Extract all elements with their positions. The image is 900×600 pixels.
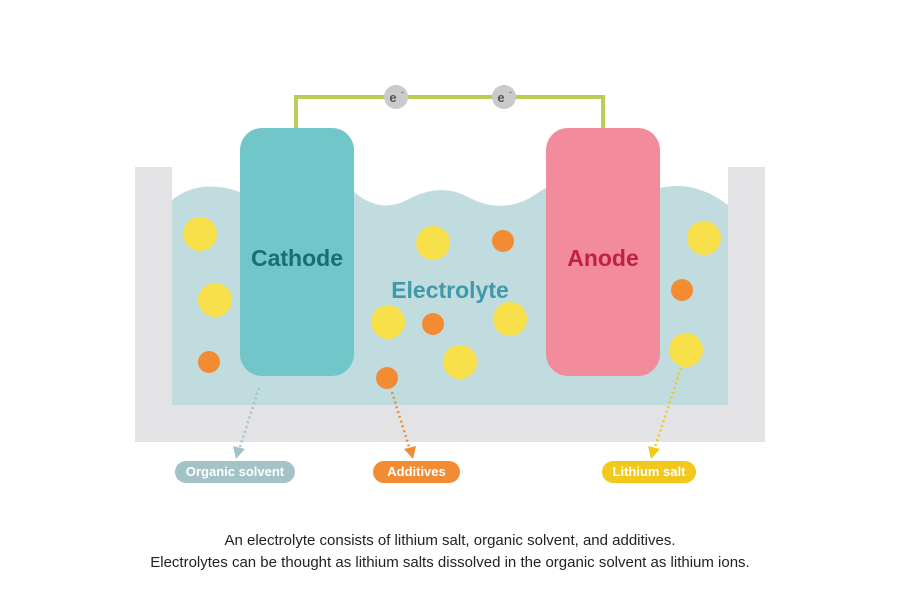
electron-2-circle bbox=[492, 85, 516, 109]
electron-2-superscript: - bbox=[509, 87, 512, 97]
caption-line-1: An electrolyte consists of lithium salt,… bbox=[224, 532, 676, 549]
electron-2-label: e bbox=[497, 90, 504, 105]
lithium-salt-particle bbox=[669, 333, 703, 367]
lithium-salt-particle bbox=[687, 221, 721, 255]
electron-2: e - bbox=[492, 85, 516, 109]
lithium-salt-particle bbox=[198, 283, 232, 317]
caption-line-2: Electrolytes can be thought as lithium s… bbox=[150, 554, 750, 571]
caption: An electrolyte consists of lithium salt,… bbox=[0, 530, 900, 574]
additive-particle bbox=[492, 230, 514, 252]
cathode-electrode bbox=[240, 128, 354, 376]
cathode-label: Cathode bbox=[251, 245, 343, 271]
lithium-salt-arrowhead bbox=[648, 446, 660, 459]
additives-arrowhead bbox=[404, 446, 416, 459]
external-wire bbox=[294, 95, 605, 128]
lithium-salt-particle bbox=[443, 345, 477, 379]
additives-legend-pill: Additives bbox=[373, 461, 460, 483]
organic-solvent-arrowhead bbox=[233, 446, 245, 459]
lithium-salt-pointer bbox=[652, 367, 683, 451]
anode-label: Anode bbox=[567, 245, 639, 271]
additive-particle bbox=[671, 279, 693, 301]
additive-particle bbox=[422, 313, 444, 335]
lithium-salt-legend-label: Lithium salt bbox=[612, 464, 686, 479]
lithium-salt-particle bbox=[183, 217, 217, 251]
electron-1-superscript: - bbox=[401, 87, 404, 97]
electrolyte-label: Electrolyte bbox=[391, 277, 509, 303]
electron-1-label: e bbox=[389, 90, 396, 105]
anode-electrode bbox=[546, 128, 660, 376]
organic-solvent-legend-label: Organic solvent bbox=[185, 464, 285, 479]
electron-1: e - bbox=[384, 85, 408, 109]
lithium-salt-particle bbox=[416, 226, 450, 260]
lithium-salt-legend-pill: Lithium salt bbox=[602, 461, 696, 483]
lithium-salt-particle bbox=[371, 305, 405, 339]
organic-solvent-pointer bbox=[237, 387, 261, 451]
additives-legend-label: Additives bbox=[387, 464, 446, 479]
container-wall bbox=[135, 167, 765, 442]
additives-pointer bbox=[390, 391, 412, 451]
additive-particle bbox=[198, 351, 220, 373]
organic-solvent-legend-pill: Organic solvent bbox=[175, 461, 295, 483]
electron-1-circle bbox=[384, 85, 408, 109]
lithium-salt-particle bbox=[493, 302, 527, 336]
additive-particle bbox=[376, 367, 398, 389]
